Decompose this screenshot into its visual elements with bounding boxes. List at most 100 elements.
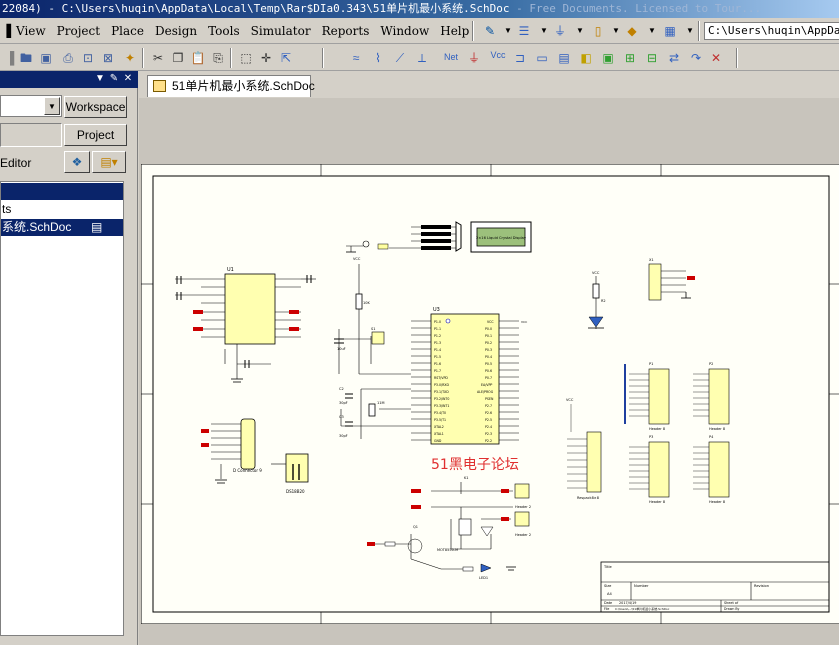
open-icon[interactable]: 🖿 xyxy=(19,51,32,65)
wire-icon[interactable]: ≈ xyxy=(352,51,360,65)
sheet-entry-icon[interactable]: ▤ xyxy=(558,51,570,65)
menu-design[interactable]: Design xyxy=(154,24,198,38)
svg-text:P2.6: P2.6 xyxy=(485,411,492,415)
zoom-fit-icon[interactable]: ⊡ xyxy=(82,51,94,65)
close-icon[interactable]: ✕ xyxy=(123,73,133,84)
lcd-screen xyxy=(476,227,526,247)
svg-text:P0.4: P0.4 xyxy=(485,355,492,359)
panel-menu-icon[interactable]: ▼ xyxy=(95,73,105,84)
select-area-icon[interactable]: ⬚ xyxy=(240,51,252,65)
device-sheet-icon[interactable]: ▣ xyxy=(602,51,614,65)
cut-icon[interactable]: ✂ xyxy=(152,51,164,65)
bus-icon[interactable]: ⌇ xyxy=(375,51,381,65)
path-field[interactable]: C:\Users\huqin\AppData xyxy=(704,22,839,40)
menu-help[interactable]: Help xyxy=(440,24,470,38)
move-selection-icon[interactable]: ⇱ xyxy=(280,51,292,65)
menu-simulator[interactable]: Simulator xyxy=(250,24,311,38)
svg-text:LED1: LED1 xyxy=(479,576,488,580)
dropdown-arrow-icon[interactable]: ▼ xyxy=(576,26,584,35)
menu-bar: ▐ View Project Place Design Tools Simula… xyxy=(0,18,839,44)
no-erc-icon[interactable]: ✕ xyxy=(710,51,722,65)
structure-view-icon[interactable]: ❖ xyxy=(64,151,90,173)
svg-text:P4: P4 xyxy=(709,435,714,439)
svg-text:K1: K1 xyxy=(464,476,469,480)
zone-ticks xyxy=(141,164,839,624)
svg-text:S1: S1 xyxy=(371,327,375,331)
menu-window[interactable]: Window xyxy=(380,24,430,38)
align-tool-icon[interactable]: ☰ xyxy=(518,24,530,38)
menu-project[interactable]: Project xyxy=(56,24,101,38)
led-d2 xyxy=(480,563,492,573)
workspace-combo[interactable]: ▼ xyxy=(0,95,62,117)
svg-text:EA/VPP: EA/VPP xyxy=(481,383,492,387)
cross-probe-icon[interactable]: ✦ xyxy=(124,51,136,65)
pin-icon[interactable]: ✎ xyxy=(109,73,119,84)
svg-text:P0.0: P0.0 xyxy=(485,327,492,331)
workspace-button[interactable]: Workspace xyxy=(64,96,127,118)
dropdown-arrow-icon[interactable]: ▼ xyxy=(686,26,694,35)
toolbar-separator xyxy=(736,48,738,68)
toolbar-separator xyxy=(230,48,232,68)
crystal-y1 xyxy=(368,403,376,417)
menu-tools[interactable]: Tools xyxy=(208,24,240,38)
svg-text:11M: 11M xyxy=(377,401,384,405)
document-tab[interactable]: 51单片机最小系统.SchDoc xyxy=(147,75,315,97)
port-icon[interactable]: ◧ xyxy=(580,51,592,65)
svg-text:P2: P2 xyxy=(709,362,713,366)
zoom-area-icon[interactable]: ⊠ xyxy=(102,51,114,65)
harness-icon[interactable]: ⊞ xyxy=(624,51,636,65)
svg-text:C:\Users\...\51单片机最小系统.SchDoc: C:\Users\...\51单片机最小系统.SchDoc xyxy=(615,606,670,611)
ground-icon[interactable]: ⏚ xyxy=(467,51,480,65)
component-tool-icon[interactable]: ▯ xyxy=(594,24,602,38)
move-icon[interactable]: ✛ xyxy=(260,51,272,65)
harness-connector-icon[interactable]: ⊟ xyxy=(646,51,658,65)
chevron-down-icon[interactable]: ▼ xyxy=(44,97,60,115)
header-p3: P3 Header 8 xyxy=(629,435,670,504)
dropdown-arrow-icon[interactable]: ▼ xyxy=(540,26,548,35)
tree-item-project[interactable] xyxy=(1,183,123,200)
svg-text:P1.6: P1.6 xyxy=(434,362,441,366)
svg-text:P3.4/T0: P3.4/T0 xyxy=(434,411,446,415)
project-tree: ts 系统.SchDoc ▤ xyxy=(0,181,124,636)
svg-text:C2: C2 xyxy=(339,387,344,391)
menu-view[interactable]: View xyxy=(16,24,46,38)
paste-icon[interactable]: 📋 xyxy=(190,51,206,65)
net-label-icon[interactable]: Net xyxy=(443,52,458,62)
bus-entry-icon[interactable]: ⟋ xyxy=(395,51,405,65)
svg-text:U1: U1 xyxy=(227,267,234,273)
toolbar-separator xyxy=(472,21,474,41)
svg-text:P0.5: P0.5 xyxy=(485,362,492,366)
copy-icon[interactable]: ❐ xyxy=(172,51,184,65)
sheet-symbol-icon[interactable]: ▭ xyxy=(536,51,548,65)
svg-text:XTAL2: XTAL2 xyxy=(434,425,444,429)
pencil-tool-icon[interactable]: ✎ xyxy=(484,24,496,38)
rubber-stamp-icon[interactable]: ⎘ xyxy=(213,51,223,65)
svg-text:A4: A4 xyxy=(607,592,612,596)
dropdown-arrow-icon[interactable]: ▼ xyxy=(504,26,512,35)
port-tool-icon[interactable]: ◆ xyxy=(627,24,637,38)
svg-text:30pF: 30pF xyxy=(339,401,348,405)
ground-tool-icon[interactable]: ⏚ xyxy=(553,24,566,38)
tree-item-documents[interactable]: ts xyxy=(2,202,12,216)
file-view-icon[interactable]: ▤▾ xyxy=(92,151,126,173)
svg-text:GND: GND xyxy=(434,439,442,443)
menu-place[interactable]: Place xyxy=(111,24,144,38)
svg-text:30pF: 30pF xyxy=(339,434,348,438)
menu-reports[interactable]: Reports xyxy=(321,24,370,38)
junction-icon[interactable]: ⟂ xyxy=(417,51,426,65)
dropdown-arrow-icon[interactable]: ▼ xyxy=(648,26,656,35)
place-part-icon[interactable]: ⊐ xyxy=(514,51,526,65)
directive-icon[interactable]: ↷ xyxy=(690,51,702,65)
lcd-section: 2×16 Liquid Crystal Display xyxy=(346,221,532,253)
print-icon[interactable]: ⎙ xyxy=(63,51,73,65)
project-combo[interactable] xyxy=(0,123,62,147)
dropdown-arrow-icon[interactable]: ▼ xyxy=(612,26,620,35)
signal-harness-icon[interactable]: ⇄ xyxy=(668,51,680,65)
vcc-icon[interactable]: Vcc xyxy=(490,50,506,60)
save-icon[interactable]: ▣ xyxy=(40,51,52,65)
crystal-section: C2 C3 30pF 30pF 11M xyxy=(339,387,411,439)
grid-tool-icon[interactable]: ▦ xyxy=(664,24,676,38)
tree-item-schdoc[interactable]: 系统.SchDoc ▤ xyxy=(1,219,123,236)
schematic-sheet[interactable]: 2×16 Liquid Crystal Display U1 xyxy=(141,164,839,624)
project-button[interactable]: Project xyxy=(64,124,127,146)
